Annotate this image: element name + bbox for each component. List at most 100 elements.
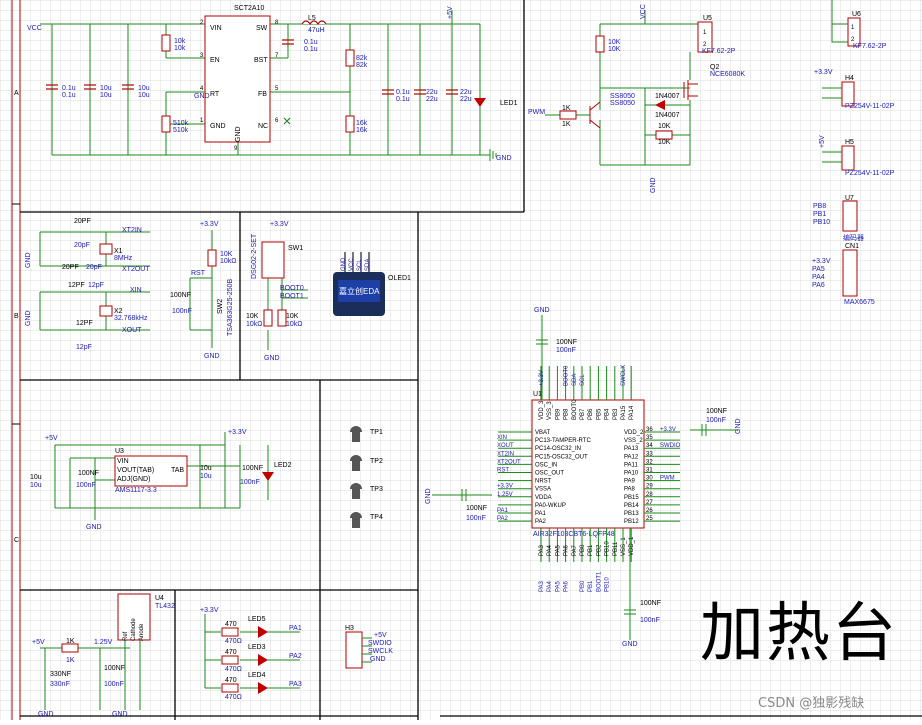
inductor-l5 <box>301 20 327 26</box>
cap-label: 100NF <box>170 292 191 299</box>
u3-part: AMS1117-3.3 <box>115 487 157 494</box>
resistor-label: 470Ω <box>225 666 242 673</box>
x1-name: X1 <box>114 248 123 255</box>
pwm-net-label: PWM <box>528 109 545 116</box>
u6-connector <box>847 17 861 47</box>
mcu-pin-label: PA11 <box>624 462 638 468</box>
mcu-pin-label: PA0-WKUP <box>535 503 566 509</box>
mcu-pin-label: PA4 <box>547 544 553 556</box>
mcu-pin-label: PC13-TAMPER-RTC <box>535 438 591 444</box>
cap-label: 12pF <box>76 344 92 351</box>
resistor-label: 10kΩ <box>246 321 263 328</box>
crystal-section: X1 8MHz 20PF 20pF 20PF 20pF XT2IN XT2OUT… <box>25 218 150 351</box>
sw1-dip-switch <box>261 241 285 279</box>
mcu-net-label: PB1 <box>588 580 594 592</box>
pin-num: 6 <box>275 118 279 124</box>
cap-label: 100NF <box>78 470 99 477</box>
gnd-label: GND <box>38 711 54 718</box>
h4-voltage: +3.3V <box>814 69 833 76</box>
resistor-label: 10k <box>174 38 186 45</box>
cap-label: 330nF <box>50 681 70 688</box>
swd-header-section: H3 +5V SWDIO SWCLK GND <box>345 625 393 669</box>
oled-section: 嘉立创EDA GND VCC SCL SDA OLED1 <box>333 252 411 316</box>
gnd-label: GND <box>496 155 512 162</box>
tp3: TP3 <box>350 483 383 499</box>
mcu-pin-num: 28 <box>646 492 653 498</box>
mcu-net-label: BOOT1 <box>596 571 602 592</box>
mcu-pin-label: PB13 <box>624 511 639 517</box>
resistor-led4 <box>221 683 239 693</box>
cap-label: 10u <box>100 85 112 92</box>
tp-label: TP2 <box>370 458 383 465</box>
sheet-frame <box>11 0 922 720</box>
resistor-label: 470 <box>225 649 237 656</box>
mcu-pin-num: 29 <box>646 484 653 490</box>
net-label: PA3 <box>289 681 302 688</box>
resistor-label: 10K <box>220 251 233 258</box>
mcu-pin-num: 33 <box>646 451 653 457</box>
pin-num: 3 <box>200 53 204 59</box>
mcu-pin-num: 30 <box>646 476 653 482</box>
rst-net-label: RST <box>191 270 206 277</box>
mcu-pin-label: PC14-OSC32_IN <box>535 446 581 452</box>
mcu-net-label: PA5 <box>555 580 561 592</box>
gnd-icon <box>489 149 497 161</box>
resistor-label: 1K <box>562 121 571 128</box>
mcu-net-label: SCL <box>580 374 586 386</box>
resistor-label: 510k <box>173 120 189 127</box>
resistor-boot1 <box>277 309 287 327</box>
mcu-pin-label: PB0 <box>580 544 586 556</box>
mcu-net-label: SWDIO <box>660 443 681 449</box>
resistor-r3 <box>655 130 673 140</box>
mcu-net-label: PA1 <box>497 508 509 514</box>
mcu-pin-label: PB3 <box>613 408 619 420</box>
oled-pin: SDA <box>365 259 371 271</box>
mcu-pin-label: PA13 <box>624 446 639 452</box>
h3-header <box>345 631 363 669</box>
h5-name: H5 <box>845 139 854 146</box>
h5-voltage: +5V <box>819 135 826 148</box>
inductor-name: L5 <box>308 15 316 22</box>
oled-screen <box>338 280 380 302</box>
cap-label: 0.1u <box>396 96 410 103</box>
mcu-net-label: XT2OUT <box>497 459 521 465</box>
resistor-label: 1K <box>66 657 75 664</box>
mcu-pin-num: 36 <box>646 427 653 433</box>
mcu-pin-label: VDD_1 <box>629 536 635 556</box>
resistor-label: 10K <box>658 139 671 146</box>
mcu-net-label: RST <box>497 468 509 474</box>
mcu-net-label: SDA <box>572 374 578 386</box>
v5-label: +5V <box>45 435 58 442</box>
tl432-pin: Ref <box>123 631 129 641</box>
inductor-value: 47uH <box>308 27 325 34</box>
oled-pin: VCC <box>349 258 355 271</box>
h3-name: H3 <box>345 625 354 632</box>
swd-net: +5V <box>374 632 387 639</box>
mcu-net-label: +3.3V <box>539 370 545 386</box>
diode-icon <box>655 100 665 110</box>
u5-connector <box>697 21 713 53</box>
gnd-label: GND <box>204 353 220 360</box>
mcu-pin-label: PA8 <box>624 487 636 493</box>
mcu-net-label: SWCLK <box>621 365 627 386</box>
oled-pin: GND <box>341 257 347 271</box>
tp2: TP2 <box>350 455 383 471</box>
mcu-pin-label: PB9 <box>555 408 561 420</box>
cap-label: 100NF <box>242 465 263 472</box>
net-label: XT2OUT <box>122 266 150 273</box>
ams1117-chip <box>114 455 188 487</box>
net-label: PA1 <box>289 625 302 632</box>
cap-label: 100nF <box>466 515 486 522</box>
cap-label: 0.1u <box>62 92 76 99</box>
boot-section: +3.3V SW1 DSG02-2-SET BOOT0 BOOT1 10K 10… <box>246 221 308 362</box>
mcu-pin-num: 25 <box>646 516 653 522</box>
u7-name: U7 <box>845 195 854 202</box>
connectors-section: U6 KF7.62-2P 1 2 H4 PZ254V-11-02P +3.3V … <box>812 0 895 306</box>
row-letter-b: B <box>14 313 19 320</box>
u7-encoder <box>842 200 858 232</box>
resistor-en <box>161 34 171 52</box>
buck-converter-section: SCT2A10 VIN EN RT GND SW BST FB NC GND 2… <box>27 5 518 162</box>
mcu-net-label: BOOT0 <box>564 365 570 386</box>
testpoints-section: TP1 TP2 TP3 TP4 <box>350 426 383 528</box>
